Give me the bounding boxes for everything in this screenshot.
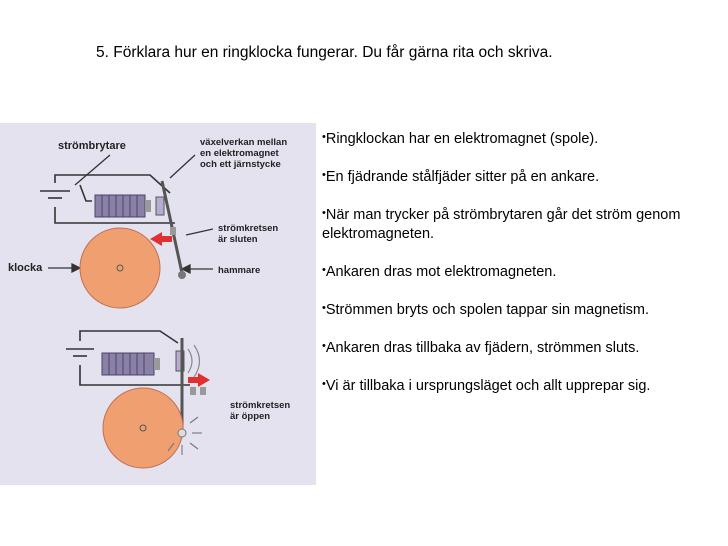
bullet-text: En fjädrande stålfjäder sitter på en ank… xyxy=(325,169,600,185)
bullet-item: •Strömmen bryts och spolen tappar sin ma… xyxy=(322,302,650,318)
red-arrow-right xyxy=(188,373,210,387)
bullet-item: •När man trycker på strömbrytaren går de… xyxy=(322,207,681,242)
red-arrow-left xyxy=(150,232,172,246)
label-sluten-1: strömkretsen xyxy=(218,223,278,234)
bell-top xyxy=(79,227,161,309)
bullet-list: •Ringklockan har en elektromagnet (spole… xyxy=(322,128,722,413)
bullet-text: Vi är tillbaka i ursprungsläget och allt… xyxy=(325,378,651,394)
bullet-item: •Ankaren dras tillbaka av fjädern, ström… xyxy=(322,340,640,356)
bullet-item: •Ankaren dras mot elektromagneten. xyxy=(322,264,557,280)
slide-title: 5. Förklara hur en ringklocka fungerar. … xyxy=(96,44,553,61)
label-oppen-1: strömkretsen xyxy=(230,400,290,411)
bullet-item: •En fjädrande stålfjäder sitter på en an… xyxy=(322,169,600,185)
doorbell-diagram-svg: strömbrytare växelverkan mellan en elekt… xyxy=(8,137,290,469)
label-klocka: klocka xyxy=(8,262,43,274)
label-vaxelverkan-1: växelverkan mellan xyxy=(200,137,287,148)
label-vaxelverkan-3: och ett järnstycke xyxy=(200,159,281,170)
label-sluten-2: är sluten xyxy=(218,234,258,245)
bullet-text: Ankaren dras tillbaka av fjädern, strömm… xyxy=(325,340,640,356)
doorbell-diagram: strömbrytare växelverkan mellan en elekt… xyxy=(0,123,316,485)
bell-bottom xyxy=(102,387,184,469)
diagram-open-circuit: strömkretsen är öppen xyxy=(66,330,290,469)
label-oppen-2: är öppen xyxy=(230,411,270,422)
bullet-text: Ringklockan har en elektromagnet (spole)… xyxy=(325,131,599,147)
label-hammare: hammare xyxy=(218,265,260,276)
diagram-closed-circuit: strömbrytare växelverkan mellan en elekt… xyxy=(8,137,287,309)
bullet-text: Ankaren dras mot elektromagneten. xyxy=(325,264,557,280)
label-strombrytare: strömbrytare xyxy=(58,140,126,152)
bullet-item: •Vi är tillbaka i ursprungsläget och all… xyxy=(322,378,651,394)
label-vaxelverkan-2: en elektromagnet xyxy=(200,148,279,159)
bullet-text: Strömmen bryts och spolen tappar sin mag… xyxy=(325,302,650,318)
bullet-item: •Ringklockan har en elektromagnet (spole… xyxy=(322,131,599,147)
bullet-text: När man trycker på strömbrytaren går det… xyxy=(322,207,681,242)
